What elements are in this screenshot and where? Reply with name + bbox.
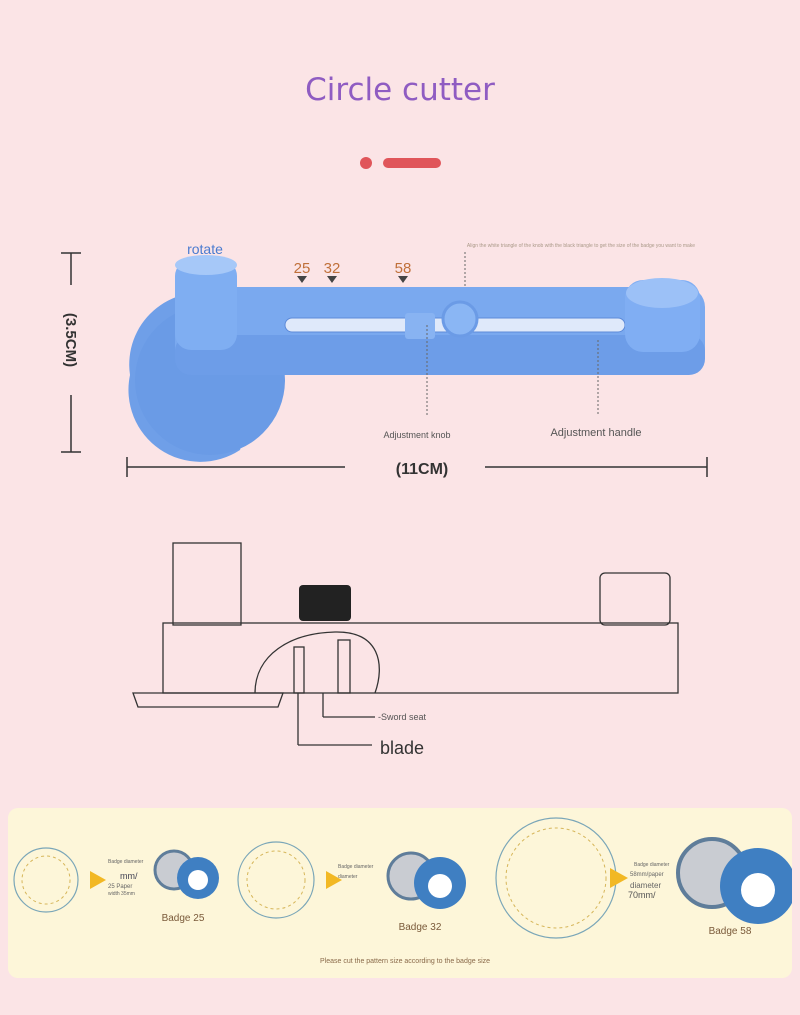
label-text: 58 [395, 260, 412, 277]
knob-icon [299, 585, 351, 621]
footer-note: Please cut the pattern size according to… [320, 958, 490, 965]
rotate-handle-icon [175, 255, 237, 350]
width-dimension: (11CM) [396, 461, 448, 478]
rotate-label: rotate [187, 241, 223, 257]
handle-label: Adjustment handle [550, 427, 641, 439]
sword-seat-label: -Sword seat [378, 712, 427, 722]
height-dimension: (3.5CM) [62, 313, 79, 367]
label-text: 25 [294, 260, 311, 277]
label-text: 32 [324, 260, 341, 277]
badge-58-label: Badge 58 [709, 926, 752, 937]
instruction-text: Align the white triangle of the knob wit… [467, 243, 695, 249]
label-text: width 35mm [108, 891, 135, 897]
label-text: mm/ [120, 871, 138, 881]
badge-32-label: Badge 32 [399, 922, 442, 933]
adjustment-handle-icon [625, 278, 700, 352]
badge-size-guide: Badge diameter Badge diameter Badge diam… [13, 817, 792, 965]
label-text: 58mm/paper [630, 872, 664, 878]
label-text: Badge diameter [634, 862, 670, 868]
size-marks: 25 32 58 [294, 260, 412, 277]
label-text: diameter [338, 874, 358, 880]
label-text: 25 Paper [108, 884, 132, 890]
label-text: 70mm/ [628, 890, 656, 900]
label-text: diameter [630, 881, 661, 890]
blade-label: blade [380, 738, 424, 758]
knob-label: Adjustment knob [383, 430, 450, 440]
label-text: Badge diameter [338, 864, 374, 870]
badge-25-label: Badge 25 [162, 913, 205, 924]
page-title: Circle cutter [305, 72, 495, 108]
side-view-diagram: -Sword seat blade [132, 542, 679, 758]
label-text: Badge diameter [108, 859, 144, 865]
decorative-divider [360, 157, 441, 169]
badge-icon [153, 837, 792, 924]
top-view-diagram: Align the white triangle of the knob wit… [61, 241, 708, 478]
